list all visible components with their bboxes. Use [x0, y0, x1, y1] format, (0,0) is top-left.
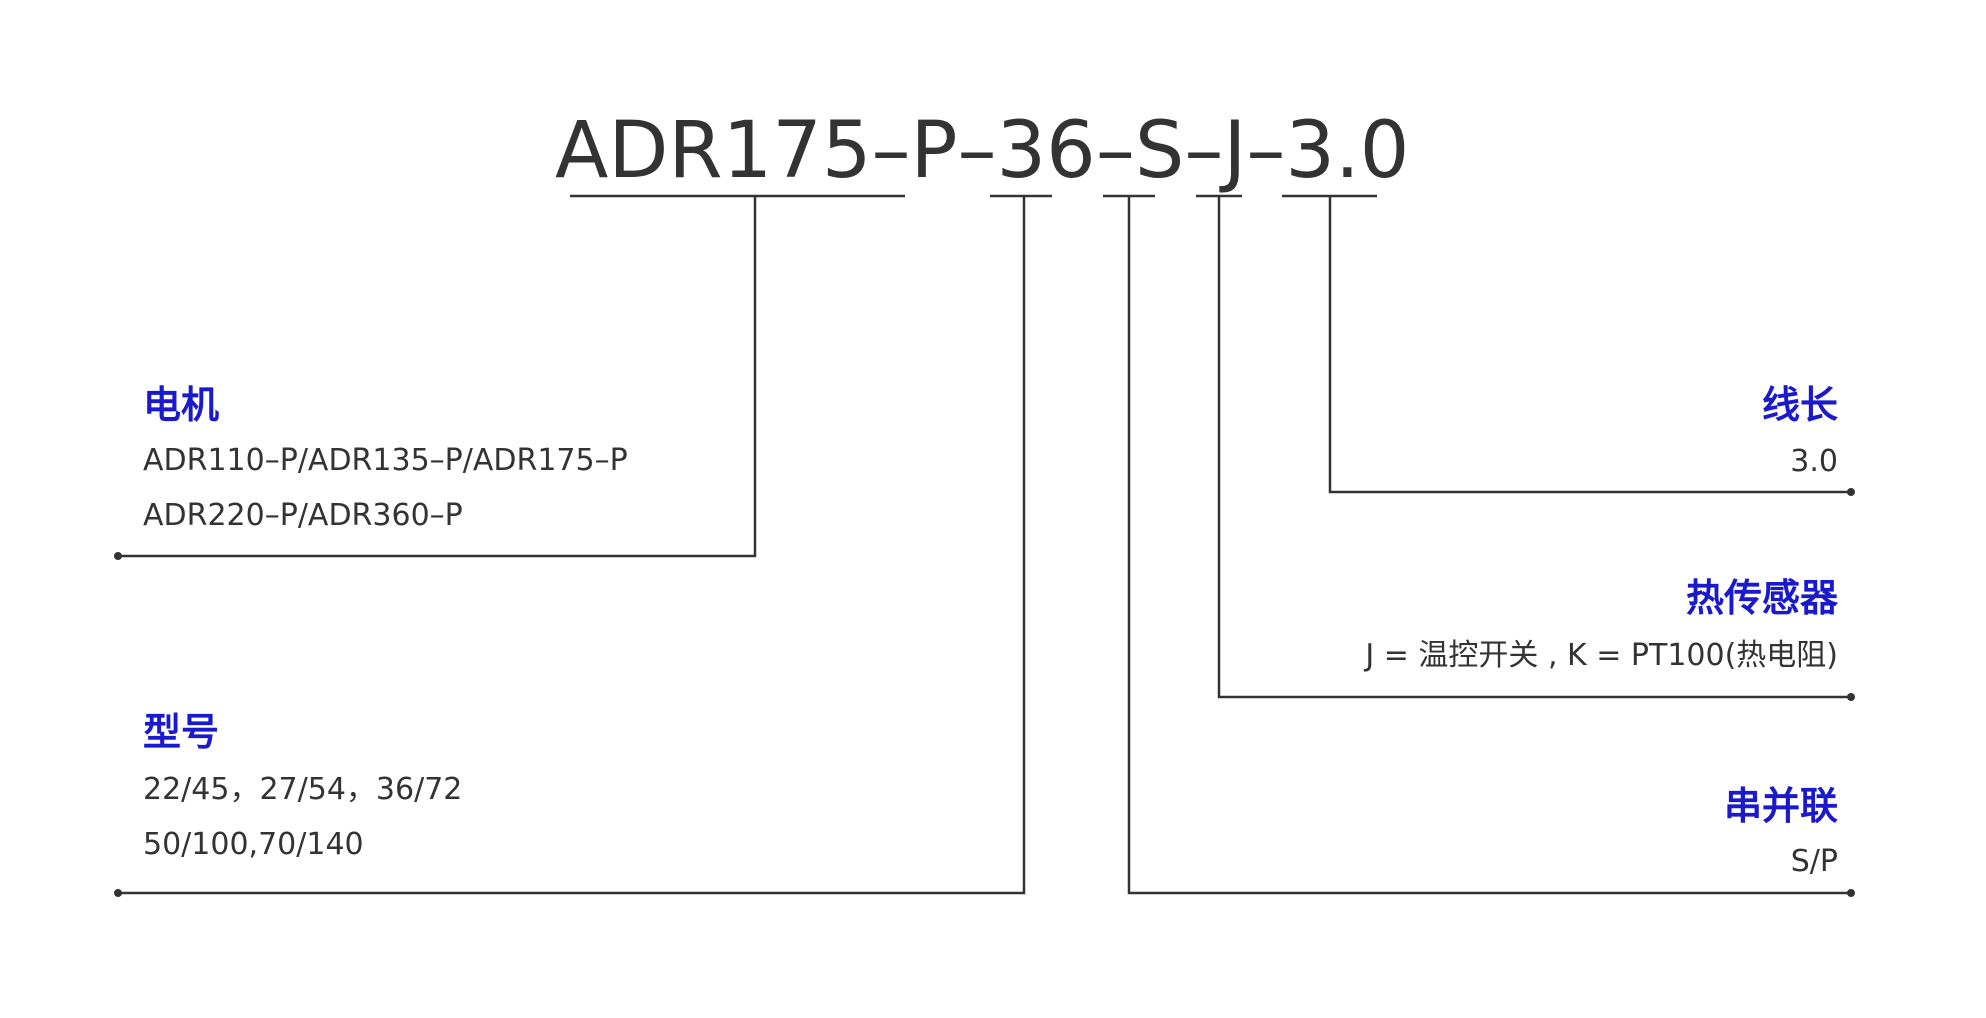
cable-length-value: 3.0: [1790, 444, 1838, 479]
connector-cable-length: [1328, 196, 1851, 494]
type-line-1: 22/45，27/54，36/72: [143, 772, 463, 807]
endpoint-thermal-sensor: [1847, 693, 1855, 701]
connector-type: [118, 196, 1026, 895]
code-separator: –P–: [871, 106, 997, 196]
connector-series-parallel: [1127, 196, 1851, 895]
cable-length-heading: 线长: [1761, 383, 1838, 427]
thermal-sensor-heading: 热传感器: [1685, 576, 1838, 620]
endpoint-series-parallel: [1847, 889, 1855, 897]
type-line-2: 50/100,70/140: [143, 827, 364, 862]
thermal-sensor-value: J = 温控开关 , K = PT100(热电阻): [1365, 638, 1838, 673]
code-segment-thermal-sensor: J: [1223, 106, 1247, 196]
endpoint-type: [114, 889, 122, 897]
model-code: ADR175–P–36–S–J–3.0: [555, 112, 1409, 190]
motor-line-1: ADR110–P/ADR135–P/ADR175–P: [143, 443, 628, 478]
motor-heading: 电机: [143, 383, 220, 427]
connector-motor: [118, 196, 757, 558]
series-parallel-heading: 串并联: [1723, 784, 1838, 828]
code-segment-cable-length: 3.0: [1285, 106, 1410, 196]
series-parallel-value: S/P: [1790, 844, 1838, 879]
connector-thermal-sensor: [1217, 196, 1851, 699]
motor-line-2: ADR220–P/ADR360–P: [143, 498, 463, 533]
code-separator: –: [1246, 106, 1286, 196]
endpoint-motor: [114, 552, 122, 560]
code-separator: –: [1184, 106, 1224, 196]
type-heading: 型号: [143, 710, 220, 754]
endpoint-cable-length: [1847, 488, 1855, 496]
code-segment-type: 36: [996, 106, 1096, 196]
code-separator: –: [1095, 106, 1135, 196]
code-segment-motor: ADR175: [555, 106, 872, 196]
code-segment-series-parallel: S: [1134, 106, 1185, 196]
